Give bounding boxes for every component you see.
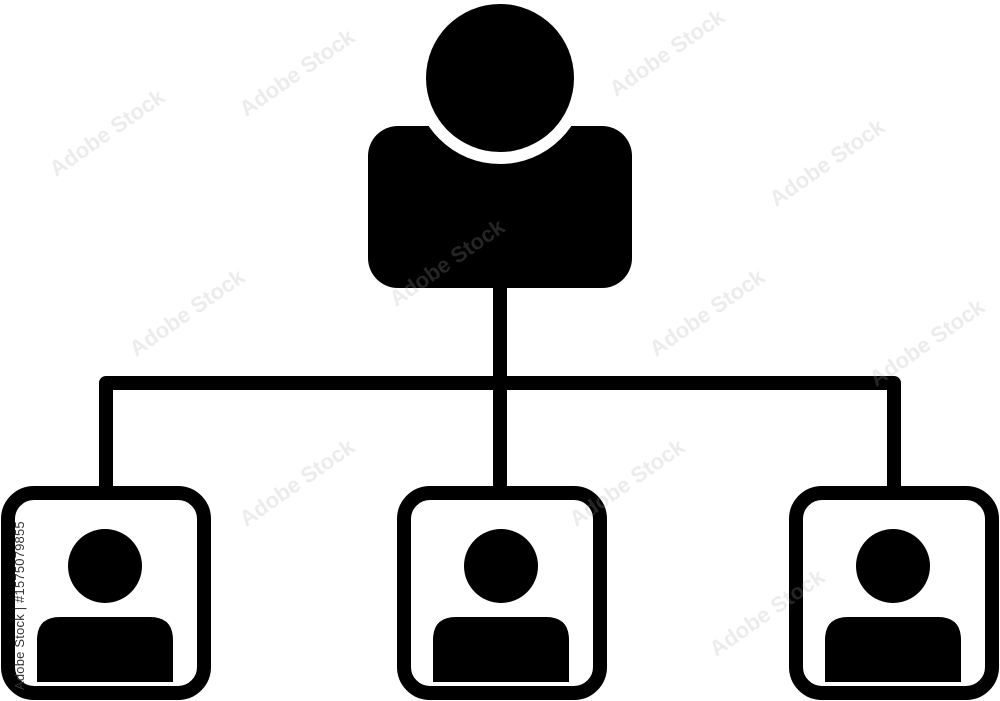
member-head xyxy=(464,529,538,603)
branch-line xyxy=(99,376,901,494)
member-body xyxy=(433,617,569,682)
manager-icon xyxy=(368,0,632,288)
member-head xyxy=(68,529,142,603)
connector-lines xyxy=(99,286,901,494)
manager-body xyxy=(368,126,632,288)
card-frame xyxy=(1,486,211,700)
member-body xyxy=(37,617,173,682)
member-card-center xyxy=(397,486,607,700)
member-head xyxy=(856,529,930,603)
manager-head xyxy=(426,4,574,152)
member-body xyxy=(825,617,961,682)
card-frame xyxy=(789,486,999,700)
member-card-right xyxy=(789,486,999,700)
stock-id-label: Adobe Stock | #1575079855 xyxy=(12,521,27,690)
member-card-left xyxy=(1,486,211,700)
card-frame xyxy=(397,486,607,700)
